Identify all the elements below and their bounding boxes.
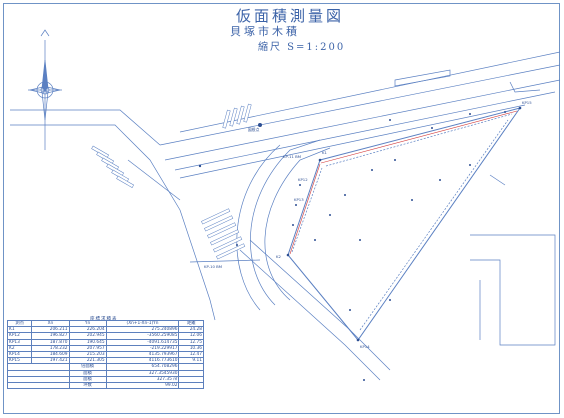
table-row: KP12 196.827 202.945 -3560.259085 12.06 [6,332,204,340]
crosswalk-upper-right [222,103,252,129]
table-summary-row: 面積 327.3545930 [7,369,204,377]
summary-label: 倍面積 [68,363,107,371]
label-point-k1: K1 [322,150,327,155]
cell-xy: -219.229917 [105,344,180,353]
coordinate-area-table: 測点 Xn Yn (Xn+1-Xn-1)Yn 距離 K1 206.211 226… [6,319,204,390]
cell-x: 196.827 [31,332,70,340]
table-row: KP14 184.609 215.203 4135.793967 12.47 [6,350,204,359]
cell-y: 190.645 [68,338,107,346]
summary-label: 面積 [68,369,107,377]
col-x: Xn [31,319,70,328]
label-ref-a: KP-11 BM [283,154,301,159]
coordinate-table-title: 座標求積表 [90,317,118,322]
drawing-scale: 縮尺 S=1:200 [258,42,346,53]
label-point-kp15: KP15 [522,100,532,105]
summary-label: 坪数 [68,382,107,390]
cell-x: 184.609 [31,350,70,359]
col-xy: (Xn+1-Xn-1)Yn [105,319,180,328]
cell-point: KP13 [6,338,33,346]
summary-value: 327.3545930 [105,369,180,377]
cell-point: KP14 [6,350,33,359]
cell-point: KP12 [6,332,33,340]
cell-distance: 12.06 [178,332,204,340]
cell-x: 187.870 [31,338,70,346]
cell-point: KP15 [6,357,33,365]
summary-value: 327.35 ㎡ [105,375,180,384]
cell-distance: 12.75 [178,338,204,346]
table-summary-row: 倍面積 654.708296 [7,363,204,371]
label-point-kp14: KP14 [360,344,370,349]
cell-y: 207.957 [68,344,107,353]
crosswalk-lower-left [201,208,246,260]
cell-distance: 24.28 [178,326,204,334]
cell-distance: 12.47 [178,350,204,359]
label-ref-b: KP-10 BM [204,264,222,269]
drawing-title: 仮面積測量図 [236,7,345,25]
col-y: Yn [68,319,107,328]
cell-y: 221.305 [68,357,107,365]
label-point-kp12: KP12 [298,177,308,182]
cell-point: K2 [6,344,33,353]
cell-y: 202.945 [68,332,107,340]
cell-y: 226.204 [68,326,107,334]
table-row: K1 206.211 226.204 275.240896 24.28 [6,326,204,334]
cell-x: 206.211 [31,326,70,334]
cell-x: 197.421 [31,357,70,365]
summary-label: 面積 [68,375,107,384]
table-row: KP15 197.421 221.305 4116.773610 9.11 [6,357,204,365]
cell-xy: 275.240896 [105,326,180,334]
table-row: KP13 187.870 190.645 -4091.614735 12.75 [6,338,204,346]
cell-xy: -3560.259085 [105,332,180,340]
north-arrow-compass-rose-icon [28,29,62,150]
cell-xy: 4135.793967 [105,350,180,359]
label-bench-mark: 図根点 [248,127,260,132]
cell-y: 215.203 [68,350,107,359]
table-header-row: 測点 Xn Yn (Xn+1-Xn-1)Yn 距離 [6,319,204,328]
drawing-location: 貝塚市木積 [230,25,300,38]
cell-xy: 4116.773610 [105,357,180,365]
table-row: K2 178.232 207.957 -219.229917 10.36 [6,344,204,353]
cell-xy: -4091.614735 [105,338,180,346]
cell-x: 178.232 [31,344,70,353]
summary-value: 99.02 [105,382,180,390]
drawing-frame [3,3,560,414]
cell-distance: 9.11 [178,357,204,365]
table-summary-row: 坪数 99.02 [7,382,204,390]
col-distance: 距離 [178,319,204,328]
summary-value: 654.708296 [105,363,180,371]
cell-distance: 10.36 [178,344,204,353]
cell-point: K1 [6,326,33,334]
table-summary-row: 面積 327.35 ㎡ [7,375,204,384]
col-point: 測点 [6,319,33,328]
crosswalk-upper-left [91,145,135,188]
label-point-kp13: KP13 [294,197,304,202]
label-point-k2: K2 [276,254,281,259]
